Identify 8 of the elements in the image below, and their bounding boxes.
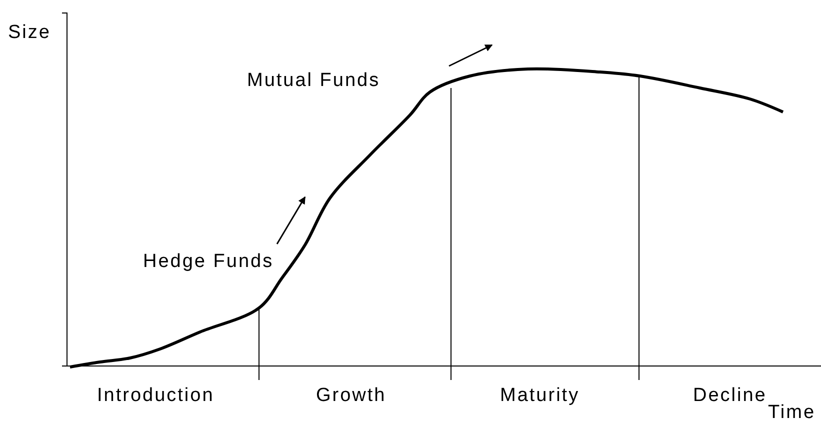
phase-label: Introduction bbox=[97, 385, 214, 407]
phase-label: Maturity bbox=[500, 385, 580, 407]
annotation-text: Hedge Funds bbox=[143, 251, 274, 273]
annotation-text: Mutual Funds bbox=[247, 70, 380, 92]
axis-label: Time bbox=[768, 402, 816, 424]
axis-label: Size bbox=[8, 22, 51, 44]
phase-label: Decline bbox=[693, 385, 767, 407]
phase-label: Growth bbox=[316, 385, 386, 407]
